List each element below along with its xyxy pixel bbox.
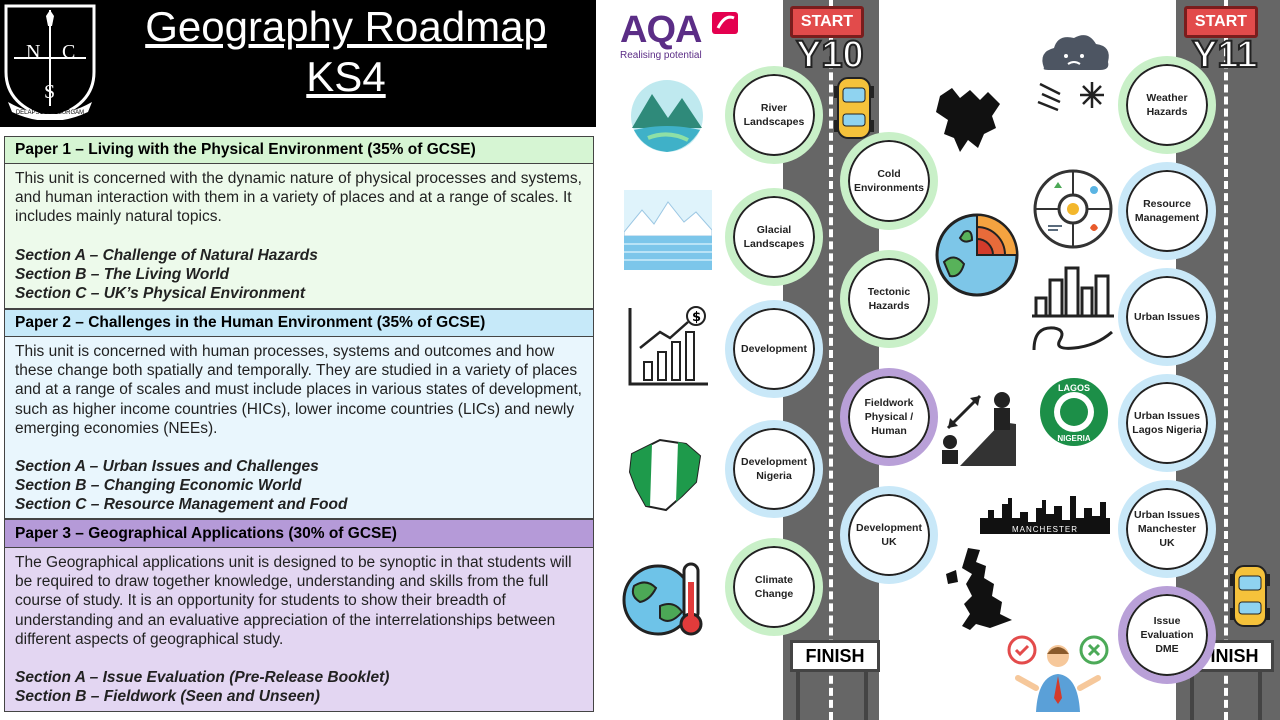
aqa-swoosh-icon: [712, 12, 738, 34]
topic-urban-issues: Urban Issues: [1118, 268, 1216, 366]
topic-river-landscapes: River Landscapes: [725, 66, 823, 164]
glacier-icon: [624, 190, 712, 270]
topic-label: Development UK: [856, 522, 922, 548]
y10-finish-post-right: [864, 669, 868, 720]
car-icon: [834, 77, 874, 139]
topic-label: Development Nigeria: [741, 456, 807, 482]
crest-letter-n: N: [26, 41, 40, 63]
paper1-section-b: Section B – The Living World: [15, 265, 230, 283]
topic-fieldwork: Fieldwork Physical / Human: [840, 368, 938, 466]
topic-label: Issue Evaluation DME: [1140, 615, 1194, 655]
svg-text:$: $: [692, 310, 701, 325]
topic-label: Fieldwork Physical / Human: [864, 397, 914, 437]
y10-road-centre-line: [829, 0, 833, 720]
storm-cloud-icon: [1037, 35, 1109, 112]
topic-tectonic-hazards: Tectonic Hazards: [840, 250, 938, 348]
y11-finish-post-right: [1258, 669, 1262, 720]
paper3-body: The Geographical applications unit is de…: [4, 548, 594, 712]
paper2-description: This unit is concerned with human proces…: [15, 343, 582, 437]
paper2-section-b: Section B – Changing Economic World: [15, 477, 302, 495]
city-icon: [1032, 266, 1114, 351]
manchester-skyline-icon: MANCHESTER: [980, 496, 1110, 534]
topic-label: Climate Change: [754, 574, 794, 600]
manchester-label: MANCHESTER: [1012, 525, 1078, 534]
paper2-section-c: Section C – Resource Management and Food: [15, 496, 348, 514]
topic-development-uk: Development UK: [840, 486, 938, 584]
paper2-section-a: Section A – Urban Issues and Challenges: [15, 458, 319, 476]
y10-start-sign: START Y10: [788, 0, 866, 80]
paper1-description: This unit is concerned with the dynamic …: [15, 170, 582, 226]
topic-label: Glacial Landscapes: [743, 224, 805, 250]
topic-label: Resource Management: [1134, 198, 1200, 224]
decision-person-icon: [1007, 635, 1109, 712]
paper1-section-c: Section C – UK’s Physical Environment: [15, 285, 305, 303]
topic-cold-environments: Cold Environments: [840, 132, 938, 230]
topic-label: River Landscapes: [743, 102, 805, 128]
topic-development-nigeria: Development Nigeria: [725, 420, 823, 518]
y10-road-edge-right: [879, 0, 883, 720]
topic-weather-hazards: Weather Hazards: [1118, 56, 1216, 154]
paper2-heading: Paper 2 – Challenges in the Human Enviro…: [4, 309, 594, 337]
topic-issue-evaluation: Issue Evaluation DME: [1118, 586, 1216, 684]
svalbard-map-icon: [936, 88, 1000, 152]
aqa-tagline: Realising potential: [620, 50, 702, 61]
mountain-lake-icon: [631, 80, 703, 152]
paper1-section-a: Section A – Challenge of Natural Hazards: [15, 246, 318, 264]
topic-development: Development: [725, 300, 823, 398]
growth-chart-icon: $: [628, 306, 708, 386]
topic-label: Weather Hazards: [1146, 92, 1188, 118]
topic-urban-issues-lagos: Urban Issues Lagos Nigeria: [1118, 374, 1216, 472]
page-subtitle: KS4: [306, 53, 386, 100]
y11-start-sign: START Y11: [1182, 0, 1260, 80]
crest-letter-s: S: [44, 81, 55, 103]
uk-map-icon: [946, 548, 1012, 630]
topic-label: Urban Issues Lagos Nigeria: [1132, 410, 1202, 436]
paper3-description: The Geographical applications unit is de…: [15, 554, 572, 648]
page-title: Geography Roadmap: [145, 3, 547, 50]
topic-climate-change: Climate Change: [725, 538, 823, 636]
topic-label: Urban Issues: [1134, 311, 1200, 323]
resources-icon: [1033, 169, 1113, 249]
y10-finish-post-left: [796, 669, 800, 720]
y10-year-label: Y10: [795, 33, 865, 77]
aqa-logo: AQA Realising potential: [620, 10, 740, 66]
topic-label: Urban Issues Manchester UK: [1134, 509, 1200, 549]
fieldwork-icon: [942, 392, 1016, 466]
climate-globe-icon: [622, 562, 703, 636]
y11-year-label: Y11: [1191, 33, 1259, 77]
crest-letter-c: C: [62, 41, 75, 63]
crest-motto: DELAPSUS RESURGAM: [16, 110, 84, 116]
paper1-body: This unit is concerned with the dynamic …: [4, 164, 594, 309]
paper3-heading: Paper 3 – Geographical Applications (30%…: [4, 519, 594, 548]
paper1-heading: Paper 1 – Living with the Physical Envir…: [4, 136, 594, 164]
y10-finish-sign: FINISH: [790, 640, 880, 672]
nigeria-map-icon: [628, 438, 702, 512]
topic-urban-issues-manchester: Urban Issues Manchester UK: [1118, 480, 1216, 578]
car-icon: [1230, 565, 1270, 627]
paper2-body: This unit is concerned with human proces…: [4, 337, 594, 519]
y11-finish-post-left: [1190, 669, 1194, 720]
topic-label: Cold Environments: [853, 168, 924, 194]
topic-label: Development: [741, 343, 807, 355]
aqa-logo-text: AQA: [620, 9, 702, 51]
topic-resource-management: Resource Management: [1118, 162, 1216, 260]
y10-start-label: START: [790, 6, 864, 38]
paper3-section-a: Section A – Issue Evaluation (Pre-Releas…: [15, 669, 390, 687]
topic-glacial-landscapes: Glacial Landscapes: [725, 188, 823, 286]
y11-start-label: START: [1184, 6, 1258, 38]
lagos-badge-text: LAGOS: [1058, 383, 1090, 393]
lagos-badge-icon: LAGOS NIGERIA: [1040, 378, 1108, 446]
earth-layers-icon: [935, 213, 1019, 297]
y11-road-centre-line: [1224, 0, 1228, 720]
header-bar: [0, 0, 596, 127]
lagos-badge-subtext: NIGERIA: [1057, 434, 1091, 443]
topic-label: Tectonic Hazards: [867, 286, 911, 312]
school-crest-icon: N C S DELAPSUS RESURGAM: [4, 4, 96, 120]
paper3-section-b: Section B – Fieldwork (Seen and Unseen): [15, 688, 320, 706]
